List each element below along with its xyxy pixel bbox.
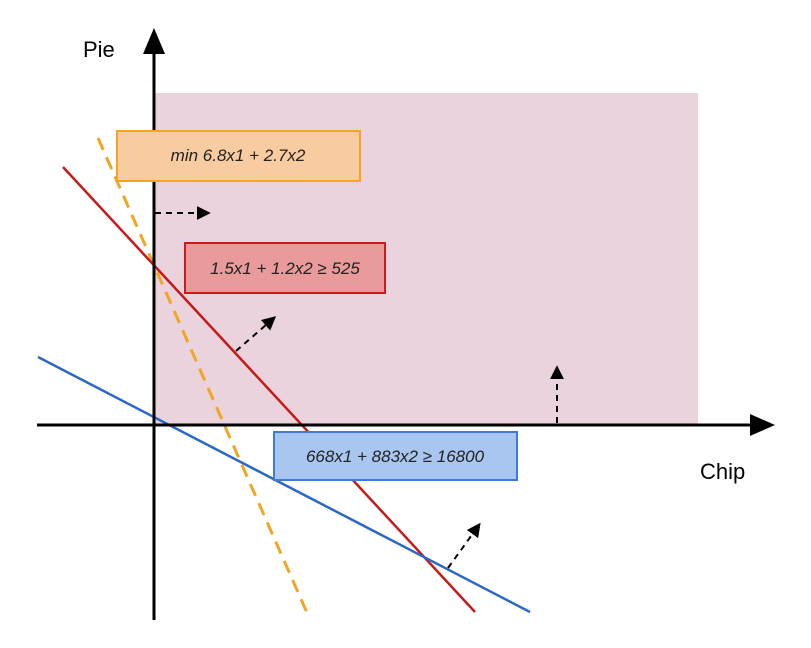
constraint-2-line <box>37 355 531 614</box>
y-axis-arrowhead <box>143 28 165 54</box>
constraint-1-line <box>62 166 476 613</box>
y-axis-title: Pie <box>83 37 115 62</box>
objective-line <box>96 137 310 616</box>
constraint-1-label-box: 1.5x1 + 1.2x2 ≥ 525 <box>184 242 386 294</box>
x-axis-arrowhead <box>750 414 775 436</box>
constraint-1-direction-arrow <box>235 316 277 352</box>
objective-label: min 6.8x1 + 2.7x2 <box>171 146 306 165</box>
objective-label-box: min 6.8x1 + 2.7x2 <box>116 130 361 182</box>
constraint-2-direction-arrow <box>447 522 481 569</box>
constraint-2-label-box: 668x1 + 883x2 ≥ 16800 <box>273 431 518 481</box>
constraint-2-label: 668x1 + 883x2 ≥ 16800 <box>306 447 485 466</box>
x-axis-title: Chip <box>700 459 745 484</box>
constraint-1-label: 1.5x1 + 1.2x2 ≥ 525 <box>210 259 360 278</box>
